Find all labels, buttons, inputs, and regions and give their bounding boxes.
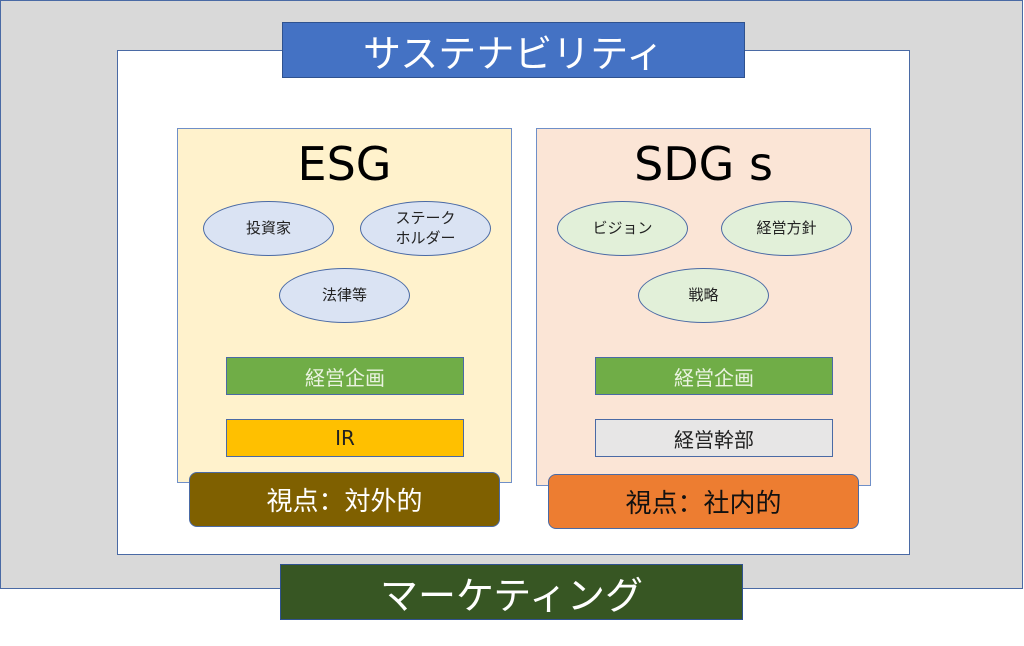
marketing-label: マーケティング [280,564,743,620]
oval-strategy: 戦略 [638,268,769,323]
oval-investors: 投資家 [203,201,334,256]
sdgs-bar-planning: 経営企画 [595,357,833,395]
sdgs-bar-executives: 経営幹部 [595,419,833,457]
esg-title: ESG [297,137,392,191]
esg-bar-ir: IR [226,419,464,457]
sdgs-title: SDG s [634,137,773,191]
oval-vision: ビジョン [557,201,688,256]
esg-viewpoint: 視点：対外的 [189,472,500,527]
esg-bar-planning: 経営企画 [226,357,464,395]
oval-laws: 法律等 [279,268,410,323]
oval-policy: 経営方針 [721,201,852,256]
oval-stakeholders: ステーク ホルダー [360,201,491,256]
sdgs-viewpoint: 視点：社内的 [548,474,859,529]
sustainability-title: サステナビリティ [282,22,745,78]
